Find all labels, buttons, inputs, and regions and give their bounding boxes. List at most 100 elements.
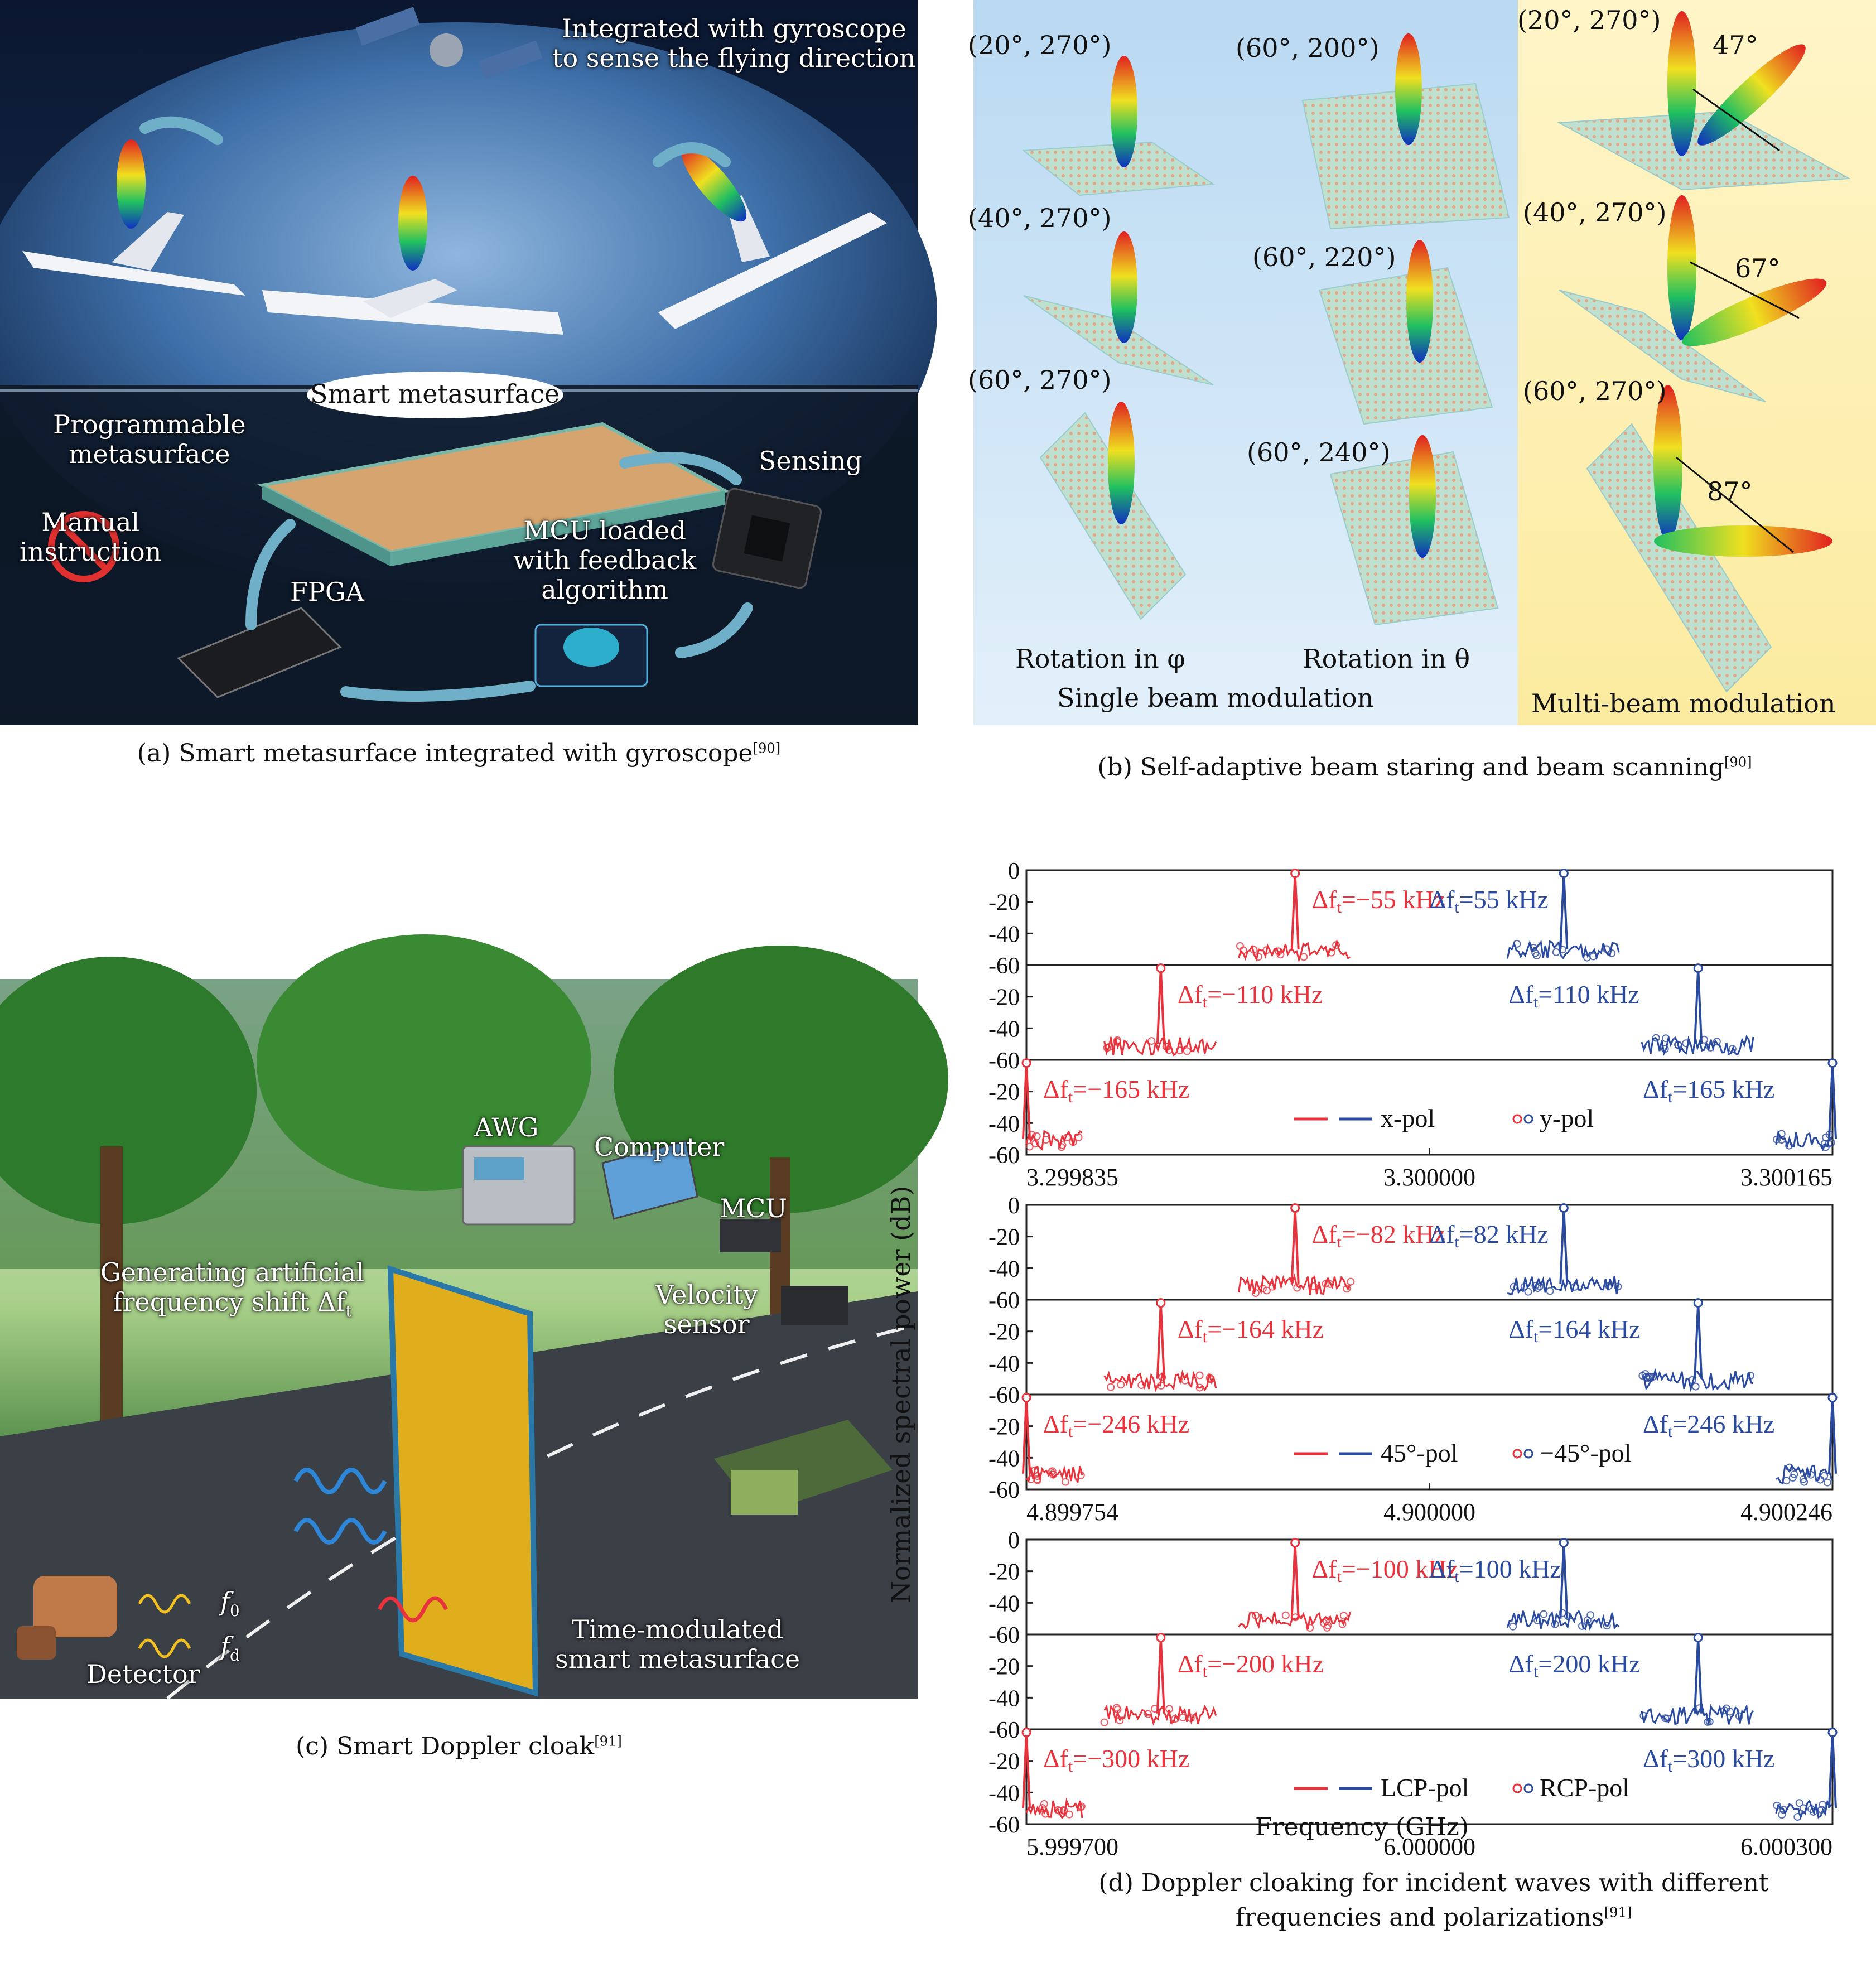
blue-marker xyxy=(1799,1804,1807,1812)
blue-marker xyxy=(1795,1799,1803,1807)
red-marker xyxy=(1322,1617,1330,1625)
y-tick-label: -40 xyxy=(988,1781,1020,1806)
panel-a-caption: (a) Smart metasurface integrated with gy… xyxy=(137,739,781,768)
blue-marker xyxy=(1713,1038,1721,1046)
blue-marker xyxy=(1578,1622,1586,1630)
x-tick-label: 5.999700 xyxy=(1026,1833,1118,1860)
blue-marker xyxy=(1777,1130,1786,1138)
blue-marker xyxy=(1643,1374,1652,1382)
red-marker xyxy=(1058,1141,1067,1149)
blue-marker xyxy=(1790,1470,1798,1478)
red-marker xyxy=(1048,1467,1057,1475)
red-marker xyxy=(1187,1714,1195,1723)
multi-separation-3: 87° xyxy=(1707,476,1753,507)
blue-marker xyxy=(1662,1034,1670,1043)
red-peak-marker xyxy=(1156,1633,1166,1643)
red-marker xyxy=(1252,1611,1260,1619)
y-tick-label: -20 xyxy=(988,1225,1020,1251)
blue-shift-label: Δft=82 kHz xyxy=(1430,1220,1549,1251)
tree-left-icon xyxy=(0,957,257,1224)
blue-peak-marker xyxy=(1827,1058,1838,1068)
y-tick-label: 0 xyxy=(1008,1193,1020,1219)
panel-d-xlabel: Frequency (GHz) xyxy=(1255,1813,1469,1841)
red-marker xyxy=(1269,1282,1276,1291)
red-marker xyxy=(1165,1705,1174,1713)
red-noise-floor xyxy=(1103,1036,1217,1057)
y-tick-label: -20 xyxy=(988,1749,1020,1775)
red-marker xyxy=(1309,1282,1318,1290)
blue-marker xyxy=(1825,1140,1832,1148)
legend-marker-label: y-pol xyxy=(1540,1104,1594,1132)
blue-shift-label: Δft=300 kHz xyxy=(1643,1744,1774,1776)
red-marker xyxy=(1033,1475,1041,1483)
blue-peak-marker xyxy=(1559,1538,1569,1548)
red-marker xyxy=(1025,1142,1034,1151)
red-marker xyxy=(1055,1807,1064,1815)
y-tick-label: -20 xyxy=(988,1655,1020,1680)
y-tick-label: -60 xyxy=(988,1288,1020,1314)
red-marker xyxy=(1062,1478,1070,1486)
multi-beam-label: Multi-beam modulation xyxy=(1531,688,1836,718)
blue-marker xyxy=(1728,1045,1737,1053)
velocity-sensor-icon xyxy=(781,1286,848,1325)
red-marker xyxy=(1327,948,1335,957)
red-peak-marker xyxy=(1021,1393,1031,1403)
computer-label: Computer xyxy=(594,1132,725,1162)
red-marker xyxy=(1042,1136,1050,1144)
blue-marker xyxy=(1652,1034,1660,1042)
blue-marker xyxy=(1589,952,1597,961)
blue-marker xyxy=(1663,1714,1671,1723)
red-marker xyxy=(1038,1804,1046,1812)
blue-shift-label: Δft=110 kHz xyxy=(1508,980,1639,1011)
red-wave xyxy=(377,1596,448,1623)
y-tick-label: -60 xyxy=(988,1812,1020,1838)
blue-marker xyxy=(1819,1801,1827,1809)
satellite-icon xyxy=(355,7,543,79)
red-marker xyxy=(1137,1381,1146,1389)
y-tick-label: -60 xyxy=(988,1478,1020,1503)
frequency-shift-label: Generating artificial frequency shift Δf… xyxy=(100,1257,365,1321)
red-marker xyxy=(1117,1381,1125,1389)
red-marker xyxy=(1262,946,1271,954)
blue-peak-marker xyxy=(1559,869,1569,879)
blue-marker xyxy=(1570,1282,1579,1291)
multi-separation-1: 47° xyxy=(1713,30,1758,60)
blue-marker xyxy=(1695,1704,1704,1713)
y-tick-label: -40 xyxy=(988,1111,1020,1137)
legend-red-marker xyxy=(1512,1783,1522,1793)
y-tick-label: -60 xyxy=(988,1383,1020,1409)
y-tick-label: 0 xyxy=(1008,858,1020,884)
red-marker xyxy=(1183,1047,1191,1055)
blue-shift-label: Δft=164 kHz xyxy=(1508,1315,1640,1346)
blue-marker xyxy=(1777,1136,1786,1144)
y-tick-label: -60 xyxy=(988,1048,1020,1074)
jeep-icon xyxy=(714,1420,893,1515)
blue-marker xyxy=(1700,1035,1709,1044)
blue-marker xyxy=(1639,1711,1648,1720)
panel-b-caption: (b) Self-adaptive beam staring and beam … xyxy=(1097,753,1752,782)
blue-shift-label: Δft=165 kHz xyxy=(1643,1075,1774,1106)
rotation-phi-label: Rotation in φ xyxy=(1015,644,1185,674)
red-marker xyxy=(1158,1373,1166,1381)
blue-marker xyxy=(1524,1287,1532,1296)
blue-marker xyxy=(1536,1282,1544,1291)
red-marker xyxy=(1040,1800,1048,1808)
multi-beam-column xyxy=(1557,11,1851,693)
y-tick-label: -40 xyxy=(988,1256,1020,1282)
red-noise-floor xyxy=(1238,938,1351,963)
red-shift-label: Δft=−300 kHz xyxy=(1043,1744,1189,1776)
blue-marker xyxy=(1559,946,1566,954)
blue-peak-marker xyxy=(1693,1633,1703,1643)
x-tick-label: 3.299835 xyxy=(1026,1164,1118,1191)
y-tick-label: -40 xyxy=(988,1686,1020,1711)
blue-marker xyxy=(1531,949,1540,957)
red-peak-marker xyxy=(1290,869,1300,879)
blue-marker xyxy=(1546,1287,1554,1295)
red-marker xyxy=(1077,1471,1085,1479)
programmable-metasurface-board xyxy=(257,422,730,566)
